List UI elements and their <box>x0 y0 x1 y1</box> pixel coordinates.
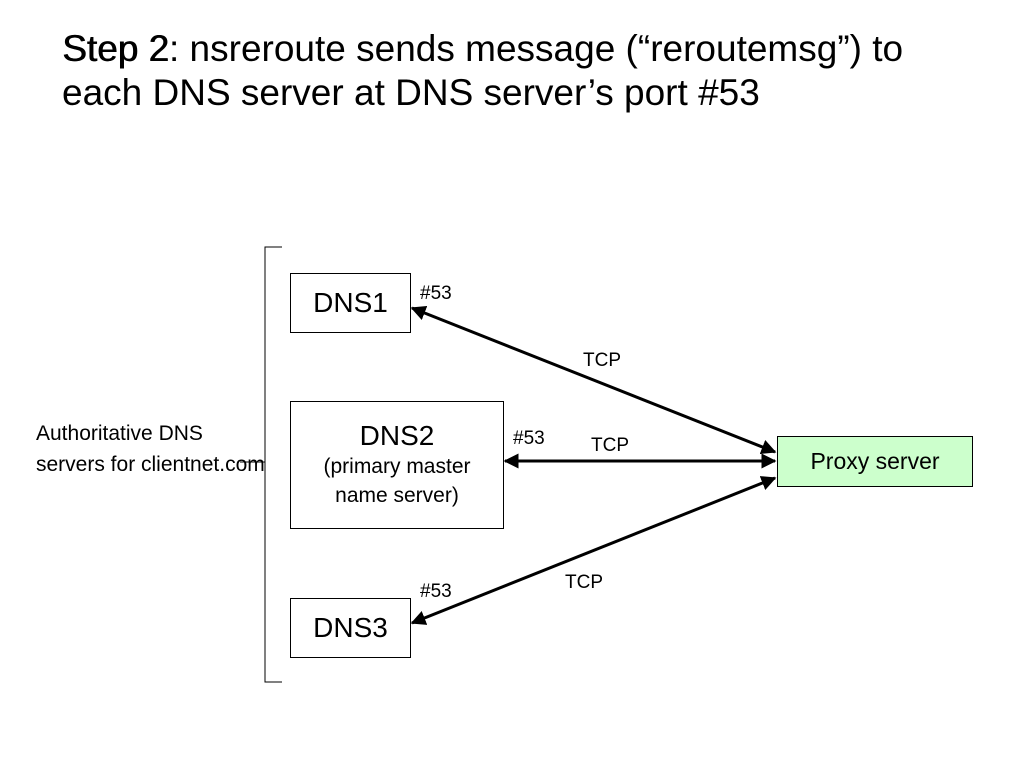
dns1-port-label: #53 <box>420 283 452 304</box>
dns3-name: DNS3 <box>313 612 388 643</box>
proxy-server-label: Proxy server <box>810 448 940 474</box>
group-bracket <box>264 246 282 683</box>
dns1-name: DNS1 <box>313 287 388 318</box>
dns1-server-box: DNS1 <box>290 273 411 333</box>
dns3-port-label: #53 <box>420 581 452 602</box>
slide-title: Step 2: nsreroute sends message (“rerout… <box>62 27 962 115</box>
title-text: : nsreroute sends message (“reroutemsg”)… <box>62 28 904 113</box>
proxy-server-box: Proxy server <box>777 436 973 487</box>
dns2-port-label: #53 <box>513 428 545 449</box>
group-label: Authoritative DNS servers for clientnet.… <box>36 422 265 476</box>
dns3-server-box: DNS3 <box>290 598 411 658</box>
title-step: Step 2 <box>62 28 169 69</box>
dns2-link-protocol: TCP <box>591 435 629 456</box>
dns2-name: DNS2 <box>359 420 435 451</box>
dns2-subtitle: (primary master name server) <box>323 455 471 507</box>
link-dns1-proxy <box>410 306 777 454</box>
dns3-link-protocol: TCP <box>565 572 603 593</box>
link-dns3-proxy <box>410 476 777 625</box>
dns2-server-box: DNS2 (primary master name server) <box>290 401 504 529</box>
dns1-link-protocol: TCP <box>583 350 621 371</box>
